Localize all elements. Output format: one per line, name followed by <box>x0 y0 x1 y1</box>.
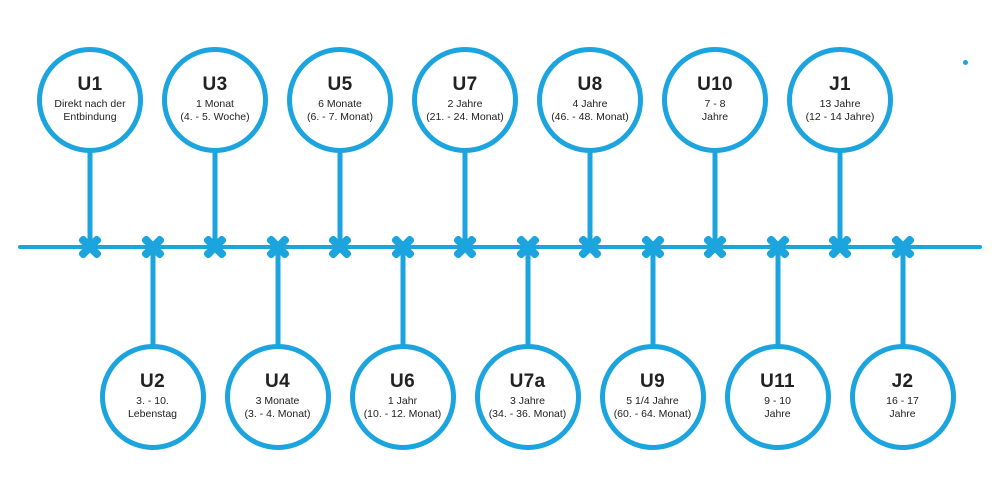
x-marker-icon <box>889 233 917 261</box>
connector-line <box>712 150 718 247</box>
x-marker-icon <box>639 233 667 261</box>
checkup-id: U11 <box>760 370 795 392</box>
checkup-detail: 13 Jahre(12 - 14 Jahre) <box>805 97 875 124</box>
decorative-dot <box>963 60 968 65</box>
checkup-id: J2 <box>891 370 914 392</box>
connector-line <box>650 249 655 347</box>
x-marker-icon <box>76 233 104 261</box>
x-marker-icon <box>389 233 417 261</box>
connector-line <box>275 249 280 347</box>
checkup-circle: U7a 3 Jahre(34. - 36. Monat) <box>474 344 581 450</box>
checkup-circle: U2 3. - 10.Lebenstag <box>99 344 206 450</box>
x-marker-icon <box>701 233 729 261</box>
checkup-detail: 2 Jahre(21. - 24. Monat) <box>426 97 504 124</box>
checkup-id: U10 <box>697 73 733 95</box>
connector-line <box>150 249 155 347</box>
checkup-detail: 6 Monate(6. - 7. Monat) <box>307 97 373 124</box>
checkup-circle: U6 1 Jahr(10. - 12. Monat) <box>349 344 456 450</box>
checkup-detail: 1 Jahr(10. - 12. Monat) <box>363 394 442 421</box>
x-marker-icon <box>764 233 792 261</box>
checkup-detail: 5 1/4 Jahre(60. - 64. Monat) <box>613 394 692 421</box>
checkup-circle: U3 1 Monat(4. - 5. Woche) <box>162 47 268 153</box>
connector-line <box>775 249 780 347</box>
connector-line <box>837 150 843 247</box>
x-marker-icon <box>201 233 229 261</box>
x-marker-icon <box>139 233 167 261</box>
connector-line <box>400 249 405 347</box>
checkup-detail: 4 Jahre(46. - 48. Monat) <box>551 97 629 124</box>
checkup-id: U8 <box>577 73 603 95</box>
x-marker-icon <box>576 233 604 261</box>
checkup-id: U7a <box>509 370 546 392</box>
connector-line <box>587 150 593 247</box>
checkup-id: U1 <box>77 73 103 95</box>
checkup-circle: J1 13 Jahre(12 - 14 Jahre) <box>787 47 893 153</box>
connector-line <box>212 150 218 247</box>
checkup-circle: U7 2 Jahre(21. - 24. Monat) <box>412 47 518 153</box>
connector-line <box>87 150 93 247</box>
checkup-circle: U4 3 Monate(3. - 4. Monat) <box>224 344 331 450</box>
checkup-id: U5 <box>327 73 353 95</box>
checkup-detail: 3 Monate(3. - 4. Monat) <box>244 394 311 421</box>
timeline-axis <box>18 245 982 249</box>
connector-line <box>462 150 468 247</box>
checkup-id: U4 <box>265 370 290 392</box>
connector-line <box>900 249 905 347</box>
checkup-id: U7 <box>452 73 478 95</box>
x-marker-icon <box>826 233 854 261</box>
checkup-id: U2 <box>140 370 165 392</box>
checkup-circle: U8 4 Jahre(46. - 48. Monat) <box>537 47 643 153</box>
checkup-id: U6 <box>390 370 415 392</box>
x-marker-icon <box>264 233 292 261</box>
connector-line <box>525 249 530 347</box>
x-marker-icon <box>326 233 354 261</box>
checkup-circle: U9 5 1/4 Jahre(60. - 64. Monat) <box>599 344 706 450</box>
x-marker-icon <box>514 233 542 261</box>
checkup-id: U9 <box>640 370 665 392</box>
connector-line <box>337 150 343 247</box>
checkup-id: U3 <box>202 73 228 95</box>
checkup-detail: 3. - 10.Lebenstag <box>127 394 178 421</box>
checkup-detail: 1 Monat(4. - 5. Woche) <box>180 97 250 124</box>
checkup-id: J1 <box>829 73 851 95</box>
checkup-circle: U5 6 Monate(6. - 7. Monat) <box>287 47 393 153</box>
checkup-detail: 3 Jahre(34. - 36. Monat) <box>488 394 567 421</box>
x-marker-icon <box>451 233 479 261</box>
